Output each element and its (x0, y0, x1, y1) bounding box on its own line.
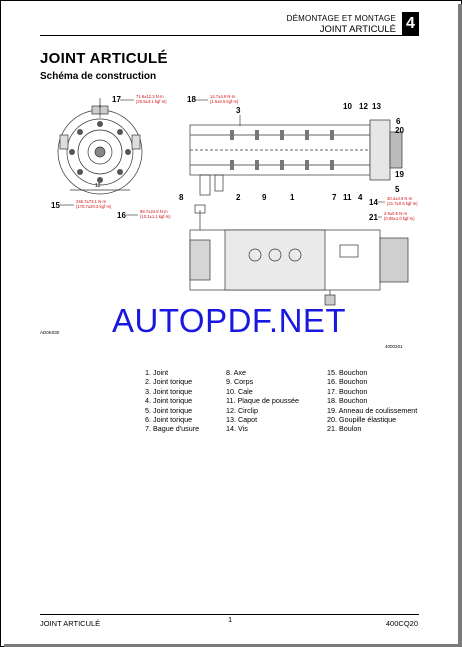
callout-2: 2 (236, 193, 241, 202)
construction-diagram: 17 18 3 10 12 13 6 20 8 2 9 1 7 11 4 14 … (40, 94, 418, 349)
callout-15: 15 (51, 201, 60, 210)
header-rule (40, 35, 419, 36)
callout-11: 11 (343, 193, 352, 202)
page-subtitle: Schéma de construction (40, 71, 157, 82)
callout-19: 19 (395, 170, 404, 179)
callout-20: 20 (395, 126, 404, 135)
legend-item: 20. Goupille élastique (327, 415, 397, 425)
legend-item: 21. Boulon (327, 424, 362, 434)
legend-item: 13. Capot (226, 415, 258, 425)
header-section: DÉMONTAGE ET MONTAGE (286, 14, 396, 23)
figure-code-right: 4000201 (385, 344, 403, 349)
side-view (189, 204, 409, 306)
torque-21-nm: 2.9±0.5 N·m (384, 211, 408, 216)
torque-18-kgf: {1.5±0.5 kgf·m} (210, 99, 239, 104)
page-title: JOINT ARTICULÉ (40, 50, 168, 67)
legend-item: 15. Bouchon (327, 368, 368, 377)
legend-item: 7. Bague d'usure (145, 424, 200, 434)
legend-item: 10. Cale (226, 386, 253, 396)
footer-rule (40, 614, 419, 615)
callout-7: 7 (332, 193, 337, 202)
legend-column-1: 1. Joint 2. Joint torique 3. Joint toriq… (145, 368, 199, 434)
callout-5: 5 (395, 185, 400, 194)
legend-column-2: 8. Axe 9. Corps 10. Cale 11. Plaque de p… (226, 368, 299, 434)
view-label-12: 12 (95, 183, 101, 189)
legend-item: 11. Plaque de poussée (226, 396, 299, 406)
page-shadow-right (458, 4, 462, 647)
footer-code: 400CQ20 (385, 619, 418, 628)
leader-lines (60, 99, 385, 218)
page-number: 1 (228, 615, 233, 624)
torque-14-nm: 30.4±4.9 N·m (387, 196, 413, 201)
callout-3: 3 (236, 106, 241, 115)
torque-16-nm: 98.7±24.8 N·m (140, 209, 168, 214)
torque-17-kgf: {20.5±3.1 kgf·m} (136, 99, 167, 104)
legend-item: 3. Joint torique (145, 386, 193, 396)
legend-item: 17. Bouchon (327, 386, 368, 396)
callout-1: 1 (290, 193, 295, 202)
legend-item: 14. Vis (226, 424, 248, 434)
callout-10: 10 (343, 102, 352, 111)
legend-item: 1. Joint (145, 368, 169, 377)
legend-item: 16. Bouchon (327, 377, 368, 387)
watermark: AUTOPDF.NET (112, 302, 347, 339)
legend-item: 19. Anneau de coulissement (327, 405, 418, 415)
callout-8: 8 (179, 193, 184, 202)
legend-item: 6. Joint torique (145, 415, 193, 425)
callout-17: 17 (112, 95, 121, 104)
callout-6: 6 (396, 117, 401, 126)
footer-title: JOINT ARTICULÉ (40, 619, 101, 628)
torque-18-nm: 14.7±4.9 N·m (210, 94, 236, 99)
legend-item: 4. Joint torique (145, 396, 193, 406)
legend-item: 5. Joint torique (145, 405, 193, 415)
legend-item: 18. Bouchon (327, 396, 368, 406)
torque-15-kgf: {170.7±20.3 kgf·m} (76, 204, 112, 209)
callout-numbers: 17 18 3 10 12 13 6 20 8 2 9 1 7 11 4 14 … (51, 95, 404, 222)
section-view (189, 119, 403, 196)
callout-4: 4 (358, 193, 363, 202)
page-shadow-bottom (4, 644, 462, 647)
callout-16: 16 (117, 211, 126, 220)
callout-9: 9 (262, 193, 267, 202)
torque-21-kgf: {0.06±1.0 kgf·m} (384, 216, 415, 221)
header-subsection: JOINT ARTICULÉ (319, 24, 396, 35)
legend-item: 8. Axe (226, 368, 246, 377)
chapter-badge: 4 (402, 12, 419, 35)
legend-item: 2. Joint torique (145, 377, 193, 387)
callout-14: 14 (369, 198, 378, 207)
callout-12: 12 (359, 102, 368, 111)
figure-code-left: AD0K030 (40, 330, 60, 335)
torque-17-nm: 71.6±12.3 N·m (136, 94, 164, 99)
torque-15-nm: 245.7±73.1 N·m (76, 199, 107, 204)
callout-18: 18 (187, 95, 196, 104)
torque-16-kgf: {10.1±1.1 kgf·m} (140, 214, 171, 219)
torque-labels: 71.6±12.3 N·m {20.5±3.1 kgf·m} 14.7±4.9 … (76, 94, 418, 221)
legend-item: 9. Corps (226, 377, 254, 387)
legend-column-3: 15. Bouchon 16. Bouchon 17. Bouchon 18. … (327, 368, 417, 434)
callout-13: 13 (372, 102, 381, 111)
torque-14-kgf: {21.7±0.5 kgf·m} (387, 201, 418, 206)
callout-21: 21 (369, 213, 378, 222)
legend-item: 12. Circlip (226, 405, 258, 415)
